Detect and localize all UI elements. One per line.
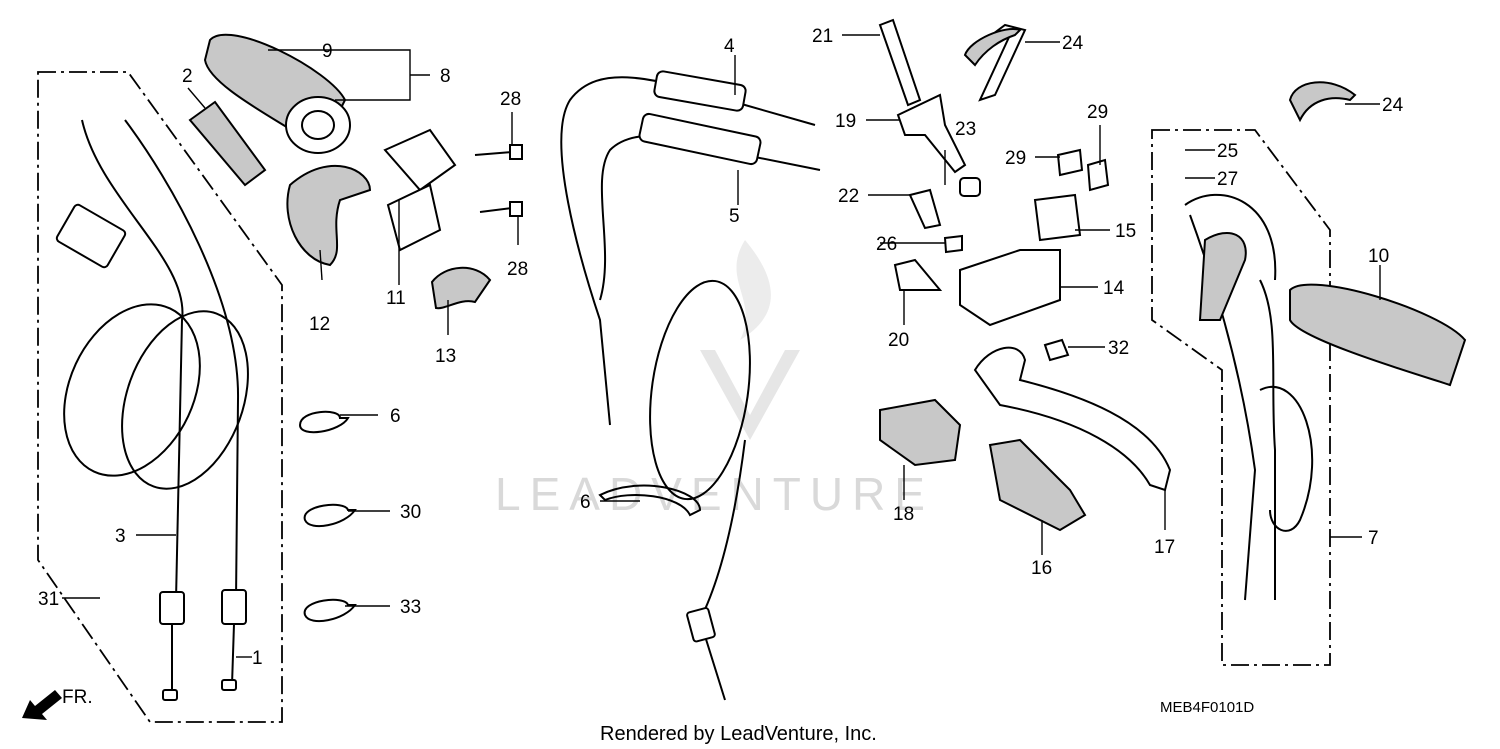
callout-10: 10 — [1368, 246, 1389, 267]
callout-20: 20 — [888, 330, 909, 351]
right-grip-and-switch — [963, 28, 1467, 666]
callout-19: 19 — [835, 111, 856, 132]
callout-2: 2 — [182, 66, 193, 87]
callout-24-upper: 24 — [1062, 33, 1084, 54]
watermark-text: LEADVENTURE — [495, 468, 934, 520]
callout-3: 3 — [115, 526, 126, 547]
callout-28-upper: 28 — [500, 89, 521, 110]
callout-27: 27 — [1217, 169, 1238, 190]
throttle-grip-parts — [188, 33, 523, 310]
callout-17: 17 — [1154, 537, 1175, 558]
callout-13: 13 — [435, 346, 456, 367]
callout-31: 31 — [38, 589, 59, 610]
callout-26: 26 — [876, 234, 897, 255]
callout-5: 5 — [729, 206, 740, 227]
clutch-lever-assembly — [878, 18, 1172, 532]
callout-24-right: 24 — [1382, 95, 1404, 116]
callout-29-right: 29 — [1087, 102, 1108, 123]
front-direction-arrow: FR. — [22, 687, 93, 720]
callout-22: 22 — [838, 186, 859, 207]
callout-30: 30 — [400, 502, 421, 523]
callout-18: 18 — [893, 504, 914, 525]
callout-25: 25 — [1217, 141, 1238, 162]
callout-4: 4 — [724, 36, 735, 57]
callout-6-lower: 6 — [580, 492, 591, 513]
diagram-code: MEB4F0101D — [1160, 699, 1254, 716]
callout-8: 8 — [440, 66, 451, 87]
callout-7: 7 — [1368, 528, 1379, 549]
callout-33: 33 — [400, 597, 421, 618]
callout-6-upper: 6 — [390, 406, 401, 427]
throttle-cable-assembly — [37, 71, 283, 723]
callout-14: 14 — [1103, 278, 1125, 299]
callout-labels: 1 2 3 4 5 6 6 7 8 9 10 11 12 13 14 15 16… — [38, 26, 1404, 669]
callout-29-left: 29 — [1005, 148, 1026, 169]
callout-16: 16 — [1031, 558, 1052, 579]
clutch-cables — [560, 70, 821, 701]
cable-clamps — [298, 410, 702, 623]
callout-28-lower: 28 — [507, 259, 528, 280]
callout-15: 15 — [1115, 221, 1136, 242]
callout-32: 32 — [1108, 338, 1129, 359]
callout-21: 21 — [812, 26, 833, 47]
callout-9: 9 — [322, 41, 333, 62]
callout-1: 1 — [252, 648, 263, 669]
callout-23: 23 — [955, 119, 976, 140]
callout-11: 11 — [386, 288, 406, 309]
render-credit: Rendered by LeadVenture, Inc. — [600, 723, 877, 745]
direction-label: FR. — [62, 687, 93, 708]
watermark: LEADVENTURE — [495, 240, 934, 520]
callout-12: 12 — [309, 314, 330, 335]
leader-lines — [62, 34, 1381, 658]
